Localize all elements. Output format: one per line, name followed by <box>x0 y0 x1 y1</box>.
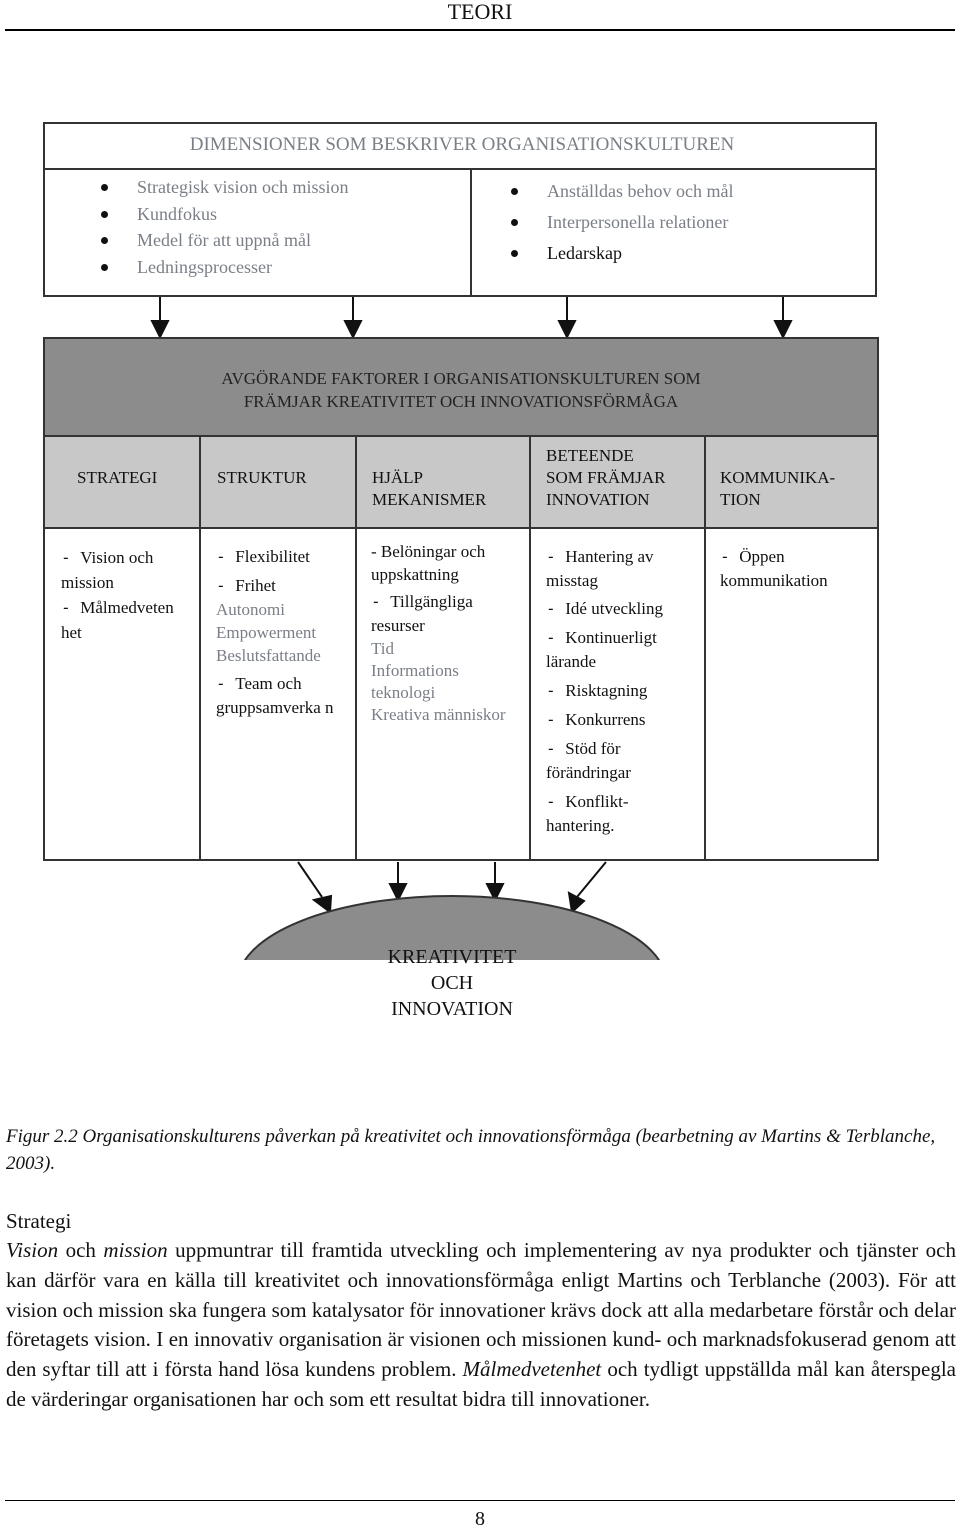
list-item: - Flexibilitet <box>216 547 310 566</box>
arrow-down-icon <box>150 320 170 340</box>
column-divider <box>704 435 706 861</box>
list-item: Medel för att uppnå mål <box>101 227 349 254</box>
factors-grid: AVGÖRANDE FAKTORER I ORGANISATIONSKULTUR… <box>43 337 879 861</box>
list-item: - Tillgängliga resurser <box>371 592 473 635</box>
list-item: - Risktagning <box>546 681 648 700</box>
list-item: - Team och gruppsamverka n <box>216 674 334 717</box>
column-divider <box>355 435 357 861</box>
list-item: Anställdas behov och mål <box>511 176 733 207</box>
arrow-diag-icon <box>567 891 586 914</box>
list-item: - Konkurrens <box>546 710 646 729</box>
header-rule <box>5 29 955 31</box>
list-item: Empowerment <box>216 623 317 642</box>
bullet-icon <box>101 184 108 191</box>
column-header-kommunikation: KOMMUNIKA-TION <box>720 468 836 509</box>
list-item: - Öppen kommunikation <box>720 547 828 590</box>
figure-caption: Figur 2.2 Organisationskulturens påverka… <box>6 1123 956 1177</box>
bullet-icon <box>101 210 108 218</box>
body-paragraph: Vision och mission uppmuntrar till framt… <box>6 1238 957 1411</box>
list-item: Beslutsfattande <box>216 646 321 665</box>
column-divider <box>529 435 531 861</box>
list-item: - Vision och mission <box>61 548 154 592</box>
list-item: Informations teknologi <box>371 661 459 702</box>
column-strategi-items: - Vision och mission - Målmedveten het <box>61 545 193 645</box>
arrow-down-icon <box>773 320 793 340</box>
arrow-down-icon <box>557 320 577 340</box>
bullet-icon <box>511 219 518 226</box>
dimensions-left-list: Strategisk vision och mission Kundfokus … <box>101 174 349 281</box>
list-item: - Idé utveckling <box>546 599 663 618</box>
figure-label: Figur 2.2 <box>6 1126 78 1147</box>
column-divider <box>199 435 201 861</box>
column-beteende-items: - Hantering av misstag - Idé utveckling … <box>546 545 696 838</box>
list-item: Kreativa människor <box>371 705 506 724</box>
page-number: 8 <box>475 1508 485 1530</box>
list-item: Ledarskap <box>511 238 733 269</box>
arrows-svg <box>150 297 793 960</box>
arrow-diag-icon <box>311 894 333 914</box>
list-item: Kundfokus <box>101 201 349 228</box>
dimensions-box: DIMENSIONER SOM BESKRIVER ORGANISATIONSK… <box>43 122 877 297</box>
result-ellipse <box>243 895 661 960</box>
column-header-strategi: STRATEGI <box>77 468 158 487</box>
arrow-down-icon <box>343 320 363 340</box>
dimensions-title-divider <box>45 168 875 170</box>
arrow-down-icon <box>485 883 505 903</box>
list-item: Autonomi <box>216 600 285 619</box>
factors-title: AVGÖRANDE FAKTORER I ORGANISATIONSKULTUR… <box>221 369 701 411</box>
column-kommunikation-items: - Öppen kommunikation <box>720 545 870 593</box>
bullet-icon <box>511 188 518 195</box>
list-item: - Kontinuerligt lärande <box>546 628 657 671</box>
list-item: Ledningsprocesser <box>101 254 349 281</box>
footer-rule <box>5 1500 955 1501</box>
figure-caption-text: Organisationskulturens påverkan på kreat… <box>6 1126 936 1174</box>
factors-header: AVGÖRANDE FAKTORER I ORGANISATIONSKULTUR… <box>45 339 877 435</box>
list-item: Tid <box>371 639 395 658</box>
dimensions-right-list: Anställdas behov och mål Interpersonella… <box>511 176 733 269</box>
list-item: Strategisk vision och mission <box>101 174 349 201</box>
bullet-icon <box>511 250 518 257</box>
dimensions-title: DIMENSIONER SOM BESKRIVER ORGANISATIONSK… <box>189 134 735 155</box>
factors-column-headers <box>45 435 877 529</box>
list-item: - Hantering av misstag <box>546 547 654 590</box>
section-heading: Strategi <box>6 1209 72 1233</box>
bullet-icon <box>101 237 108 244</box>
result-label: KREATIVITET OCH INNOVATION <box>387 946 517 1020</box>
list-item: - Målmedveten het <box>61 598 174 642</box>
list-item: - Frihet <box>216 576 276 595</box>
column-header-struktur: STRUKTUR <box>217 468 307 487</box>
list-item: - Belöningar och uppskattning <box>371 542 486 584</box>
list-item: - Stöd för förändringar <box>546 739 631 782</box>
bullet-icon <box>101 263 108 271</box>
dimensions-column-divider <box>470 169 472 297</box>
column-hjalp-items: - Belöningar och uppskattning - Tillgäng… <box>371 540 521 726</box>
list-item: - Konflikt- hantering. <box>546 792 629 835</box>
column-struktur-items: - Flexibilitet - Frihet Autonomi Empower… <box>216 545 344 720</box>
page-header-title: TEORI <box>447 0 513 24</box>
arrow-down-icon <box>388 883 408 903</box>
list-item: Interpersonella relationer <box>511 207 733 238</box>
